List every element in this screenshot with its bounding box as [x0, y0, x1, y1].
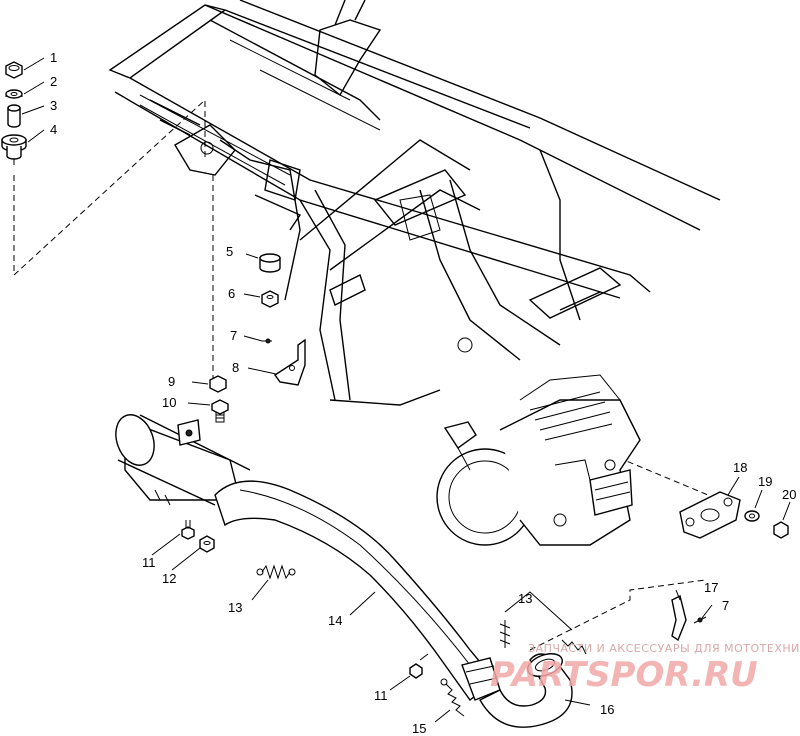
sleeve-part-3: [7, 104, 21, 128]
pin-part-7: [262, 338, 272, 344]
spring-part-13a: [256, 564, 296, 580]
washer-part-19: [744, 510, 760, 522]
grommet-part-4: [1, 134, 27, 160]
flange-hardware: [679, 476, 791, 539]
frame: [108, 0, 721, 406]
callout-17: 17: [704, 580, 718, 595]
spring-part-13b: [499, 620, 587, 655]
callout-12: 12: [162, 571, 176, 586]
spring-part-15: [440, 678, 465, 717]
washer-part-2: [5, 89, 23, 99]
callout-20: 20: [782, 487, 796, 502]
nut-part-20: [773, 521, 789, 539]
bolt-part-11b: [409, 653, 429, 679]
nut-part-1: [5, 61, 23, 79]
bolt-part-10: [211, 399, 229, 423]
watermark: ЗАПЧАСТИ И АКСЕССУАРЫ ДЛЯ МОТОТЕХНИКИ PA…: [490, 642, 800, 695]
cap-part-5: [259, 253, 281, 273]
nut-part-12: [199, 535, 215, 553]
callout-11b: 11: [374, 688, 388, 703]
watermark-tagline: ЗАПЧАСТИ И АКСЕССУАРЫ ДЛЯ МОТОТЕХНИКИ: [528, 642, 800, 655]
nut-part-9: [209, 375, 227, 393]
callout-3: 3: [50, 98, 57, 113]
muffler-assembly: [115, 414, 573, 728]
callout-19: 19: [758, 474, 772, 489]
callout-10: 10: [162, 395, 176, 410]
callout-4: 4: [50, 122, 57, 137]
callout-13a: 13: [228, 600, 242, 615]
bracket-hardware: [187, 253, 306, 423]
callout-14: 14: [328, 613, 342, 628]
header-pipe-part-16: [479, 653, 573, 728]
callout-leaders: [151, 533, 713, 723]
callout-9: 9: [168, 374, 175, 389]
nut-part-6: [261, 290, 279, 308]
muffler-part: [115, 414, 251, 506]
callout-1: 1: [50, 50, 57, 65]
callout-2: 2: [50, 74, 57, 89]
callout-16: 16: [600, 702, 614, 717]
pin-part-7b: [693, 616, 707, 624]
small-hardware: [181, 520, 707, 717]
callout-6: 6: [228, 286, 235, 301]
bolt-part-11a: [181, 520, 195, 540]
isolator-stack: [1, 57, 45, 160]
bracket-part-17: [671, 594, 687, 642]
flange-part-18: [679, 491, 741, 539]
callout-11a: 11: [142, 555, 156, 570]
callout-15: 15: [412, 721, 426, 736]
callout-labels: 1 2 3 4 5 6 7 8 9 10 11 12 13 14 13 17 7…: [50, 50, 796, 736]
callout-5: 5: [226, 244, 233, 259]
bracket-part-8: [274, 338, 306, 386]
callout-7b: 7: [722, 598, 729, 613]
callout-7a: 7: [230, 328, 237, 343]
engine: [436, 374, 641, 546]
callout-18: 18: [733, 460, 747, 475]
watermark-brand: PARTSPOR.RU: [490, 655, 758, 695]
callout-13b: 13: [518, 591, 532, 606]
callout-8: 8: [232, 360, 239, 375]
